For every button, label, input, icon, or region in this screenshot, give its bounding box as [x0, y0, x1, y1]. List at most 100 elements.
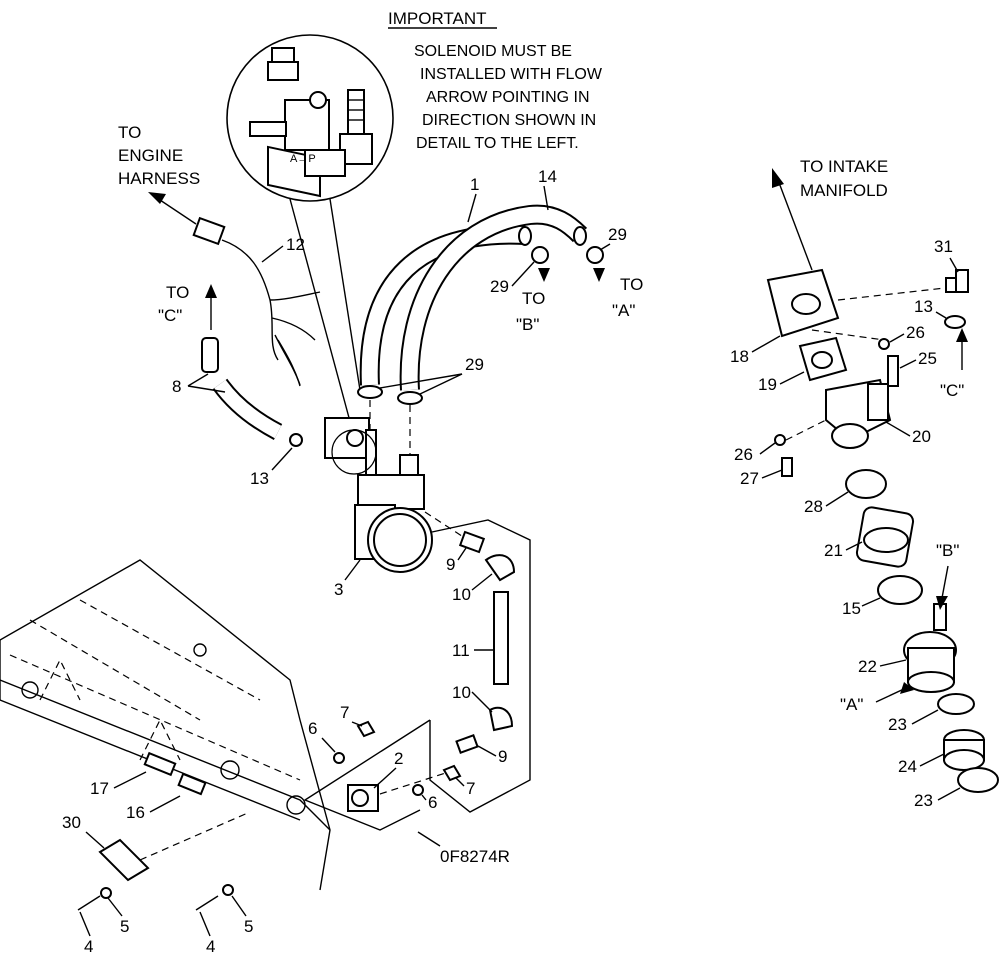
fitting-2: 2 6 7 6 7	[308, 703, 475, 812]
important-note: IMPORTANT SOLENOID MUST BE INSTALLED WIT…	[388, 9, 603, 152]
callout-9-top: 9	[446, 555, 455, 574]
callout-18: 18	[730, 347, 749, 366]
seal-23-top: 23	[888, 693, 975, 734]
callout-17: 17	[90, 779, 109, 798]
callout-26-top: 26	[906, 323, 925, 342]
callout-8: 8	[172, 377, 181, 396]
arrow-a-right-icon	[900, 682, 914, 694]
callout-27: 27	[740, 469, 759, 488]
clamp-28: 28	[804, 469, 887, 516]
to-c-line-2: "C"	[158, 306, 182, 325]
hoses-1-14: 1 14	[359, 167, 588, 391]
callout-10-top: 10	[452, 585, 471, 604]
note-line-1: SOLENOID MUST BE	[414, 43, 572, 60]
callout-6-right: 6	[428, 793, 437, 812]
callout-29-lower: 29	[465, 355, 484, 374]
seal-23-bottom: 23	[914, 767, 999, 810]
callout-4-right: 4	[206, 937, 215, 956]
callout-30: 30	[62, 813, 81, 832]
frame-rail: 17 16	[0, 559, 331, 891]
clamp-15: 15	[842, 575, 923, 618]
engine-harness-line-3: HARNESS	[118, 169, 200, 188]
fitting-31: 31	[934, 237, 969, 293]
arrow-b-right-icon	[936, 596, 948, 610]
plate-30: 30 4 5 4 5	[62, 813, 253, 956]
clamp-13-left: 13	[250, 433, 303, 488]
clamps-29-top: 29 29	[490, 225, 627, 296]
callout-4-left: 4	[84, 937, 93, 956]
callout-7-right: 7	[466, 779, 475, 798]
callout-23-bottom: 23	[914, 791, 933, 810]
throttle-body-20: 20 26 27	[734, 378, 931, 488]
callout-5-right: 5	[244, 917, 253, 936]
pipe-assembly: 9 10 11 10 9	[303, 519, 531, 831]
adapter-18: 18	[730, 268, 946, 366]
callout-26-bottom: 26	[734, 445, 753, 464]
callout-29-mid: 29	[490, 277, 509, 296]
wire-harness-12: 12	[192, 216, 321, 387]
to-b-a-labels: TO "B" TO "A"	[516, 275, 643, 334]
to-b-line-1: TO	[522, 289, 545, 308]
solenoid-detail-inset: A→P	[226, 34, 394, 441]
to-b-line-2: "B"	[516, 315, 539, 334]
adapter-24: 24	[898, 729, 985, 776]
callout-10-bottom: 10	[452, 683, 471, 702]
intake-manifold-direction: TO INTAKE MANIFOLD	[772, 157, 888, 271]
to-c-line-1: TO	[166, 283, 189, 302]
to-c-direction: TO "C"	[158, 283, 217, 330]
to-a-line-2: "A"	[612, 301, 635, 320]
callout-15: 15	[842, 599, 861, 618]
callout-29-top: 29	[608, 225, 627, 244]
to-engine-harness: TO ENGINE HARNESS	[118, 123, 200, 225]
gasket-19: 19	[758, 329, 885, 394]
arrow-b-icon	[538, 268, 550, 282]
mixer-22: "B" 22 "A"	[840, 541, 959, 714]
bolt-25-washer-26: 26 25	[878, 323, 937, 387]
callout-1: 1	[470, 175, 479, 194]
arrow-head-icon	[148, 192, 166, 204]
note-line-2: INSTALLED WITH FLOW	[420, 66, 603, 83]
regulator-3: 3	[324, 400, 469, 599]
callout-6-left: 6	[308, 719, 317, 738]
arrow-c-icon	[956, 328, 968, 342]
callout-3: 3	[334, 580, 343, 599]
flow-arrow-text: A→P	[290, 153, 316, 165]
ref-c-right: "C"	[940, 381, 964, 400]
clamp-13-right: 13 "C"	[914, 297, 968, 400]
callout-16: 16	[126, 803, 145, 822]
callout-28: 28	[804, 497, 823, 516]
arrow-up-icon	[205, 284, 217, 298]
callout-21: 21	[824, 541, 843, 560]
engine-harness-line-1: TO	[118, 123, 141, 142]
callout-7-left: 7	[340, 703, 349, 722]
intake-line-2: MANIFOLD	[800, 181, 888, 200]
callout-9-bottom: 9	[498, 747, 507, 766]
to-a-line-1: TO	[620, 275, 643, 294]
callout-13-left: 13	[250, 469, 269, 488]
ref-b-right: "B"	[936, 541, 959, 560]
callout-25: 25	[918, 349, 937, 368]
clamps-29-lower: 29	[357, 355, 484, 405]
callout-24: 24	[898, 757, 917, 776]
callout-20: 20	[912, 427, 931, 446]
engine-harness-line-2: ENGINE	[118, 146, 183, 165]
drawing-number: 0F8274R	[440, 847, 510, 866]
arrow-intake-icon	[772, 168, 784, 188]
callout-11: 11	[452, 641, 470, 660]
callout-14: 14	[538, 167, 557, 186]
hose-8: 8	[172, 337, 283, 440]
arrow-a-icon	[593, 268, 605, 282]
ref-a-right: "A"	[840, 695, 863, 714]
important-heading: IMPORTANT	[388, 9, 487, 28]
hose-21: 21	[824, 506, 915, 568]
callout-5-left: 5	[120, 917, 129, 936]
callout-2: 2	[394, 749, 403, 768]
note-line-5: DETAIL TO THE LEFT.	[416, 135, 579, 152]
callout-22: 22	[858, 657, 877, 676]
note-line-4: DIRECTION SHOWN IN	[422, 112, 596, 129]
callout-31: 31	[934, 237, 953, 256]
callout-12: 12	[286, 235, 305, 254]
callout-13-right: 13	[914, 297, 933, 316]
callout-19: 19	[758, 375, 777, 394]
